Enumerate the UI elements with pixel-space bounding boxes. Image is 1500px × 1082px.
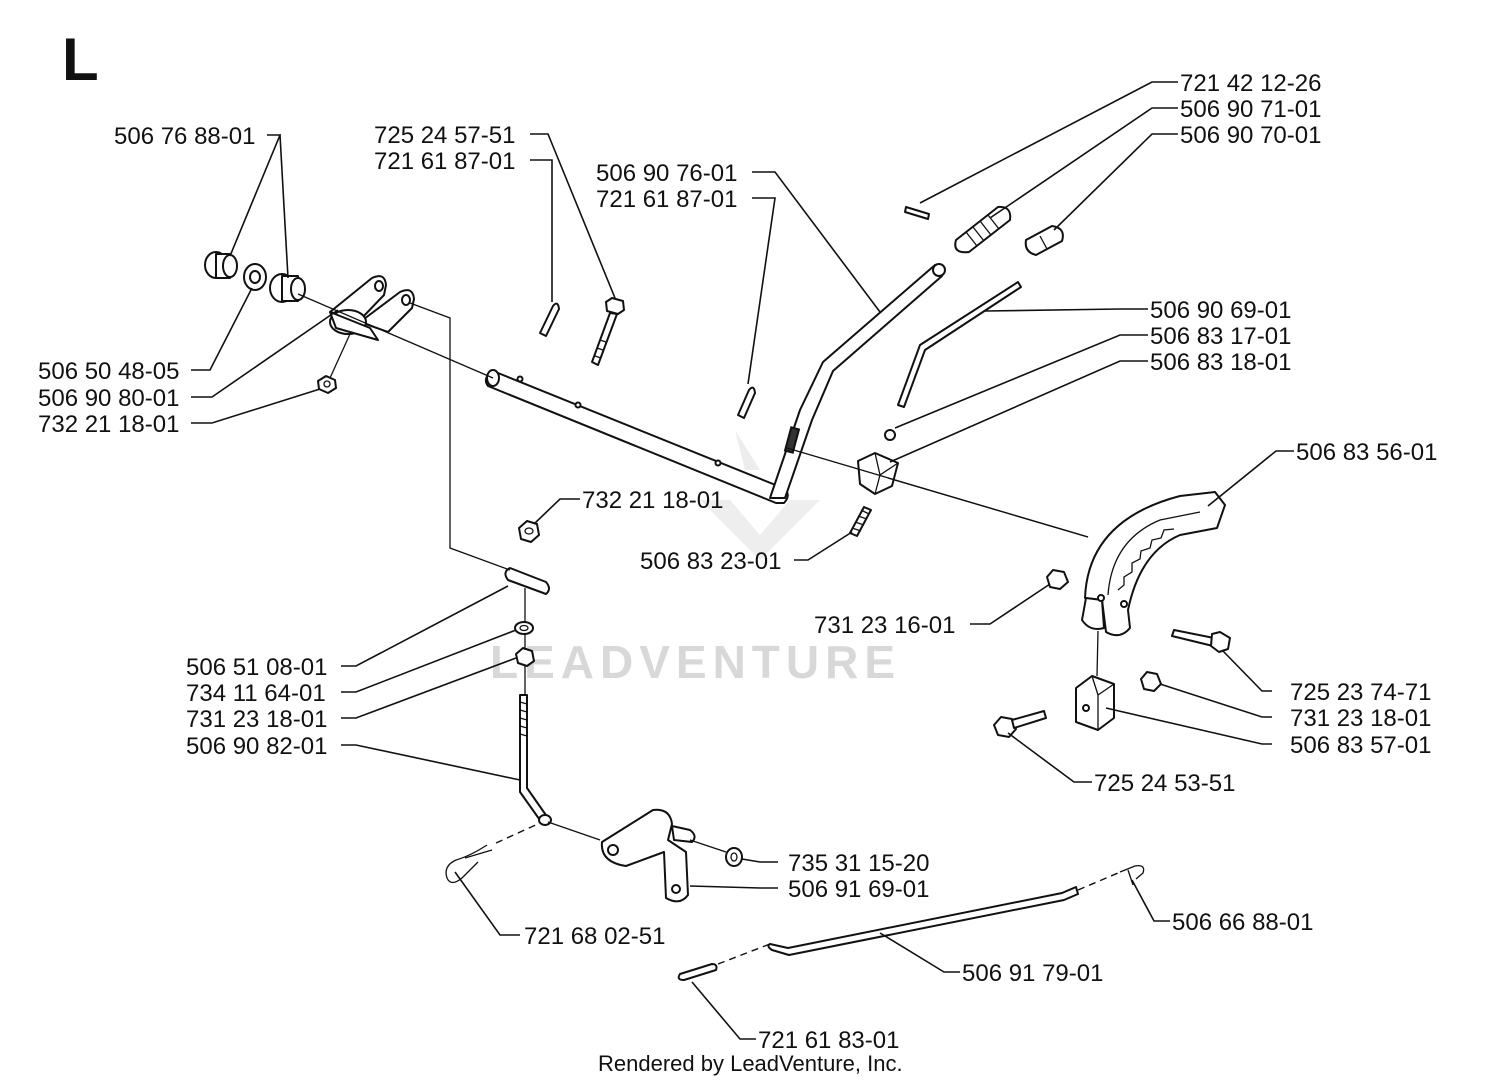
cotter-pin-a-drawing bbox=[539, 302, 560, 337]
hairpin-clip-drawing bbox=[445, 844, 493, 884]
hexnut-drawing bbox=[515, 647, 535, 667]
sector-nut-drawing bbox=[1046, 569, 1069, 590]
label-725-23-74-71: 725 23 74-71 bbox=[1290, 679, 1431, 706]
washer-drawing bbox=[243, 263, 267, 291]
threaded-rod-drawing bbox=[519, 694, 552, 826]
label-506-90-69-01: 506 90 69-01 bbox=[1150, 297, 1291, 324]
label-721-61-87-01-a: 721 61 87-01 bbox=[374, 148, 515, 175]
label-506-91-69-01: 506 91 69-01 bbox=[788, 876, 929, 903]
knob-drawing bbox=[1024, 225, 1064, 256]
label-506-50-48-05: 506 50 48-05 bbox=[38, 358, 179, 385]
link-pin-drawing bbox=[504, 567, 550, 595]
label-731-23-18-01-a: 731 23 18-01 bbox=[186, 706, 327, 733]
block-nut-drawing bbox=[1140, 671, 1162, 692]
label-506-83-17-01: 506 83 17-01 bbox=[1150, 323, 1291, 350]
sector-plate-drawing bbox=[1081, 491, 1226, 637]
roll-pin-drawing bbox=[904, 206, 930, 220]
pivot-block-drawing bbox=[1075, 675, 1115, 731]
pivot-bracket-drawing bbox=[329, 275, 415, 341]
label-506-83-18-01: 506 83 18-01 bbox=[1150, 349, 1291, 376]
label-506-51-08-01: 506 51 08-01 bbox=[186, 654, 327, 681]
bell-crank-drawing bbox=[600, 808, 696, 903]
label-506-90-82-01: 506 90 82-01 bbox=[186, 733, 327, 760]
locknut-middle-drawing bbox=[518, 520, 540, 543]
label-735-31-15-20: 735 31 15-20 bbox=[788, 850, 929, 877]
label-506-91-79-01: 506 91 79-01 bbox=[962, 960, 1103, 987]
lift-lever-shaft-drawing bbox=[484, 263, 946, 504]
label-506-76-88-01: 506 76 88-01 bbox=[114, 123, 255, 150]
label-721-68-02-51: 721 68 02-51 bbox=[524, 923, 665, 950]
cotter-pin-lower-drawing bbox=[677, 963, 718, 981]
label-734-11-64-01: 734 11 64-01 bbox=[186, 680, 326, 707]
locknut-upper-drawing bbox=[317, 375, 337, 394]
spring-drawing bbox=[849, 506, 872, 537]
leader-lines bbox=[191, 81, 1294, 1040]
retaining-ring-drawing bbox=[725, 847, 743, 867]
washer-small-drawing bbox=[514, 621, 534, 635]
sector-bolt-drawing bbox=[1171, 629, 1231, 653]
bushing-right-drawing bbox=[269, 273, 306, 303]
label-731-23-16-01: 731 23 16-01 bbox=[814, 612, 955, 639]
clevis-bolt-drawing bbox=[591, 297, 625, 366]
section-letter: L bbox=[62, 26, 99, 93]
label-731-23-18-01-b: 731 23 18-01 bbox=[1290, 705, 1431, 732]
hairpin-right-drawing bbox=[1119, 865, 1145, 886]
ball-drawing bbox=[884, 429, 896, 441]
part-labels: 721 42 12-26 506 90 71-01 506 90 70-01 5… bbox=[38, 70, 1437, 1054]
label-506-83-23-01: 506 83 23-01 bbox=[640, 548, 781, 575]
block-bolt-drawing bbox=[993, 710, 1047, 738]
label-506-83-56-01: 506 83 56-01 bbox=[1296, 439, 1437, 466]
footer-credit: Rendered by LeadVenture, Inc. bbox=[598, 1051, 903, 1076]
label-506-66-88-01: 506 66 88-01 bbox=[1172, 909, 1313, 936]
label-721-61-87-01-b: 721 61 87-01 bbox=[596, 186, 737, 213]
handle-grip-drawing bbox=[954, 205, 1012, 254]
label-506-90-76-01: 506 90 76-01 bbox=[596, 160, 737, 187]
label-721-61-83-01: 721 61 83-01 bbox=[758, 1027, 899, 1054]
label-721-42-12-26: 721 42 12-26 bbox=[1180, 70, 1321, 97]
label-732-21-18-01-a: 732 21 18-01 bbox=[38, 411, 179, 438]
label-506-90-80-01: 506 90 80-01 bbox=[38, 385, 179, 412]
release-rod-drawing bbox=[897, 281, 1022, 408]
watermark-text: LEADVENTURE bbox=[490, 636, 901, 688]
pawl-block-drawing bbox=[857, 452, 899, 495]
cotter-pin-b-drawing bbox=[737, 386, 756, 419]
label-506-90-70-01: 506 90 70-01 bbox=[1180, 122, 1321, 149]
watermark-logo bbox=[700, 430, 820, 560]
label-506-83-57-01: 506 83 57-01 bbox=[1290, 732, 1431, 759]
label-725-24-53-51: 725 24 53-51 bbox=[1094, 770, 1235, 797]
label-725-24-57-51: 725 24 57-51 bbox=[374, 122, 515, 149]
assembly-lines bbox=[297, 293, 1119, 965]
label-732-21-18-01-b: 732 21 18-01 bbox=[582, 487, 723, 514]
bushing-left-drawing bbox=[204, 251, 238, 279]
label-506-90-71-01: 506 90 71-01 bbox=[1180, 96, 1321, 123]
